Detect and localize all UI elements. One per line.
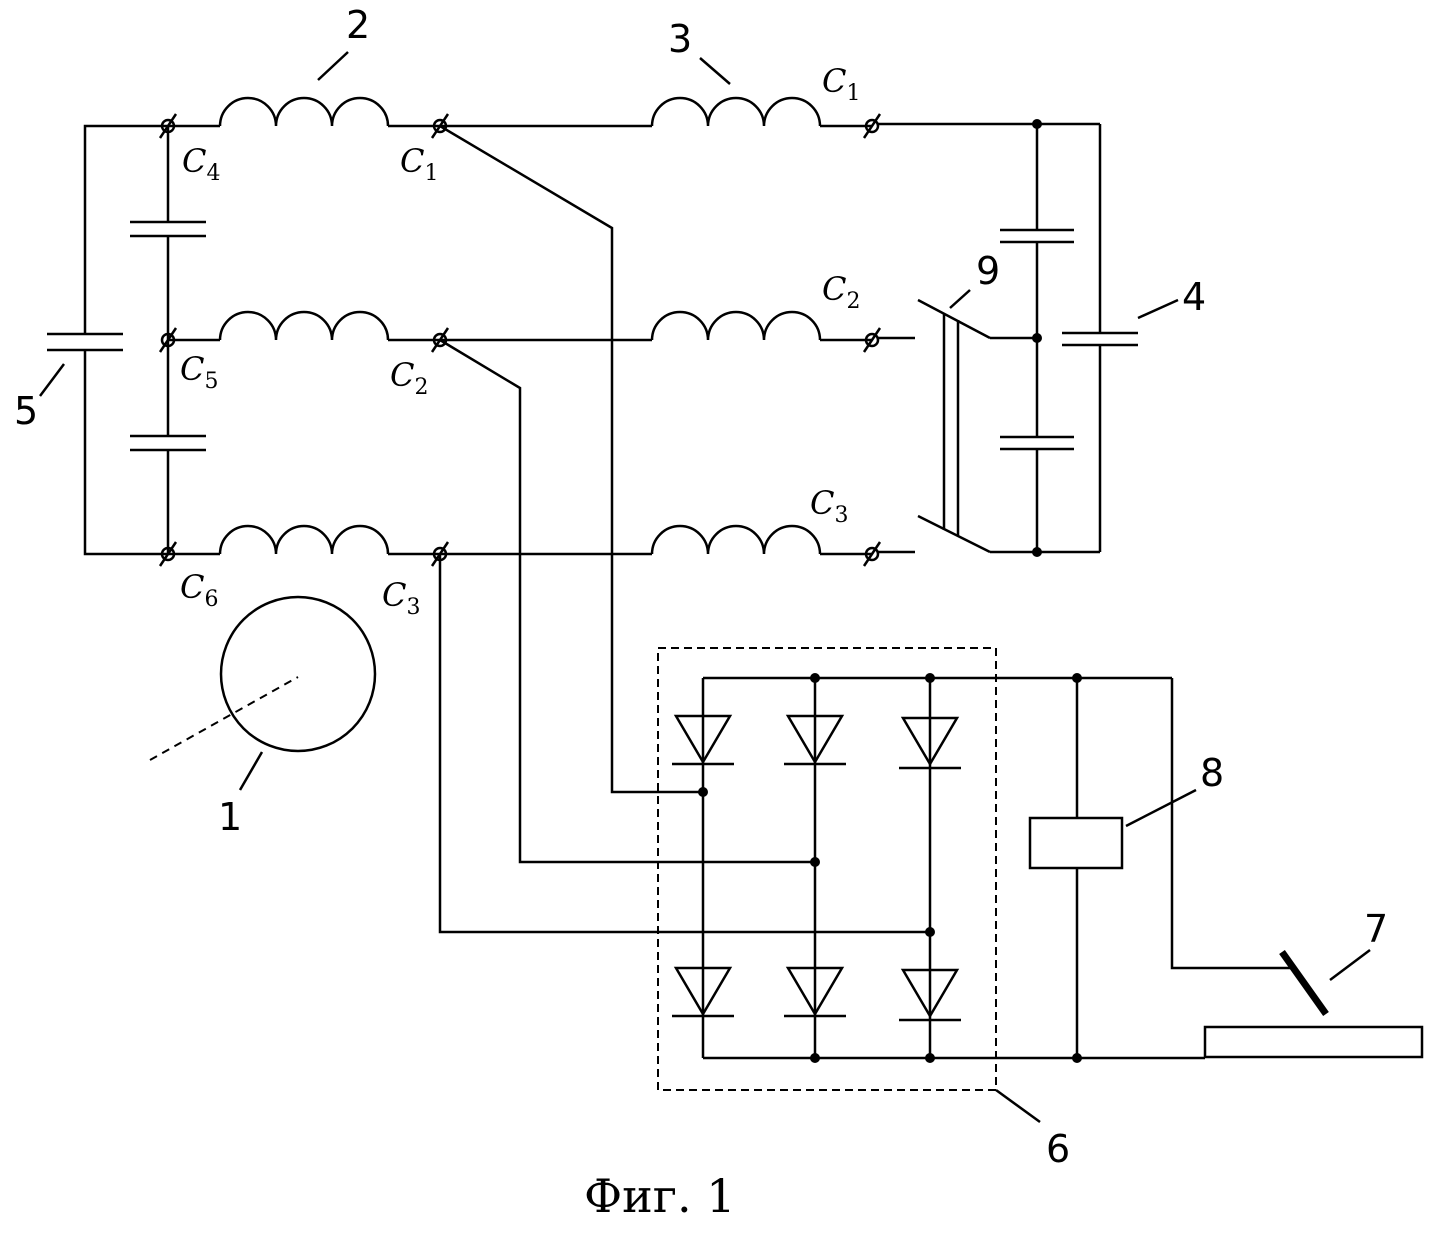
terminal-label-c2a: C2: [390, 356, 428, 400]
welding-electrode-7: [1170, 678, 1424, 1059]
diode-upper-3: [899, 716, 961, 770]
callout-8: 8: [1200, 751, 1224, 795]
callout-1: 1: [218, 795, 242, 839]
diode-lower-3: [899, 968, 961, 1022]
terminal-marker-c5: [158, 327, 178, 353]
callout-6: 6: [1046, 1127, 1070, 1171]
terminal-label-c6: C6: [180, 568, 218, 612]
terminal-marker-c2b: [862, 327, 882, 353]
callout-5: 5: [14, 389, 38, 433]
callout-7: 7: [1364, 907, 1388, 951]
capacitor-bank-5: [47, 124, 206, 556]
terminal-label-c5: C5: [180, 350, 218, 394]
callout-4: 4: [1182, 275, 1206, 319]
terminal-marker-c3b: [862, 541, 882, 567]
capacitor-bank-4: [878, 119, 1179, 557]
callout-labels: 2 3 5 9 4 1 8 7 6: [14, 3, 1388, 1171]
terminal-label-c3a: C3: [382, 576, 420, 620]
diode-upper-2: [784, 714, 846, 766]
terminal-label-c1b: C1: [822, 62, 860, 106]
terminal-labels: C4 C5 C6 C1 C2 C3 C1 C2 C3: [180, 62, 860, 620]
callout-9: 9: [976, 249, 1000, 293]
feed-lines: [438, 124, 935, 937]
callout-2: 2: [346, 3, 370, 47]
switch-9: [878, 289, 991, 554]
figure-caption: Фиг. 1: [584, 1169, 735, 1223]
diode-lower-1: [672, 966, 734, 1018]
generator-1: [149, 595, 377, 791]
rectifier-6: [657, 647, 1205, 1124]
winding-3: [440, 96, 872, 556]
terminal-label-c3b: C3: [810, 484, 848, 528]
terminal-marker-c1b: [862, 113, 882, 139]
terminal-label-c2b: C2: [822, 270, 860, 314]
terminal-marker-c4: [158, 113, 178, 139]
callout-3: 3: [668, 17, 692, 61]
block-8: [1028, 673, 1197, 1063]
terminal-marker-c6: [158, 541, 178, 567]
terminal-label-c4: C4: [182, 142, 220, 186]
terminal-label-c1a: C1: [400, 142, 438, 186]
winding-2: [168, 96, 440, 556]
diode-upper-1: [672, 714, 734, 766]
diode-lower-2: [784, 966, 846, 1018]
